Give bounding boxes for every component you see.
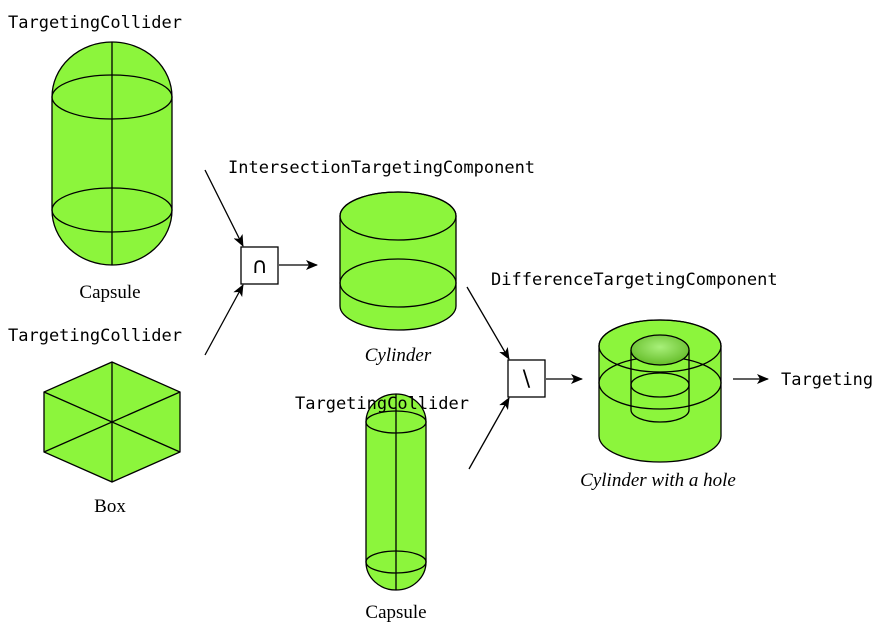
cylinder-top-rim — [339, 191, 457, 241]
cylinder-mid-ring — [339, 258, 457, 308]
collider-label-bottom: TargetingCollider — [295, 394, 469, 414]
collider-label-mid: TargetingCollider — [8, 326, 182, 346]
capsule-bottom-caption: Capsule — [365, 602, 426, 623]
box-to-intersection-arrow — [204, 284, 244, 356]
intersection-component-label: IntersectionTargetingComponent — [228, 158, 535, 178]
intersection-operator: ∩ — [240, 246, 279, 285]
capsule-top-caption: Capsule — [79, 282, 140, 303]
intersection-box — [240, 246, 279, 285]
hollow-cylinder-shape-icon — [598, 319, 722, 463]
inner-hole — [630, 334, 690, 366]
collider-label-top: TargetingCollider — [8, 13, 182, 33]
box-caption: Box — [94, 496, 126, 517]
inner-tube-wall — [630, 350, 690, 423]
thin-capsule-shape-icon — [365, 393, 427, 591]
cylinder-caption: Cylinder — [365, 345, 432, 366]
box-shape-icon — [43, 361, 181, 483]
difference-box — [507, 359, 546, 398]
capsule-to-difference-arrow — [468, 397, 510, 470]
difference-operator: \ — [507, 359, 546, 398]
inner-tube-mid-ring — [630, 372, 690, 398]
cylinder-to-difference-arrow — [466, 286, 510, 360]
cylinder-shape-icon — [339, 191, 457, 331]
hollow-cylinder-top-rim — [598, 319, 722, 373]
intersection-symbol: ∩ — [251, 254, 267, 279]
targeting-output-label: Targeting — [781, 370, 873, 390]
cylinder-body — [339, 191, 457, 331]
difference-symbol: \ — [523, 367, 531, 392]
difference-component-label: DifferenceTargetingComponent — [491, 270, 778, 290]
hole-caption: Cylinder with a hole — [580, 470, 736, 491]
capsule-shape-icon — [51, 41, 173, 266]
capsule-to-intersection-arrow — [204, 169, 244, 247]
